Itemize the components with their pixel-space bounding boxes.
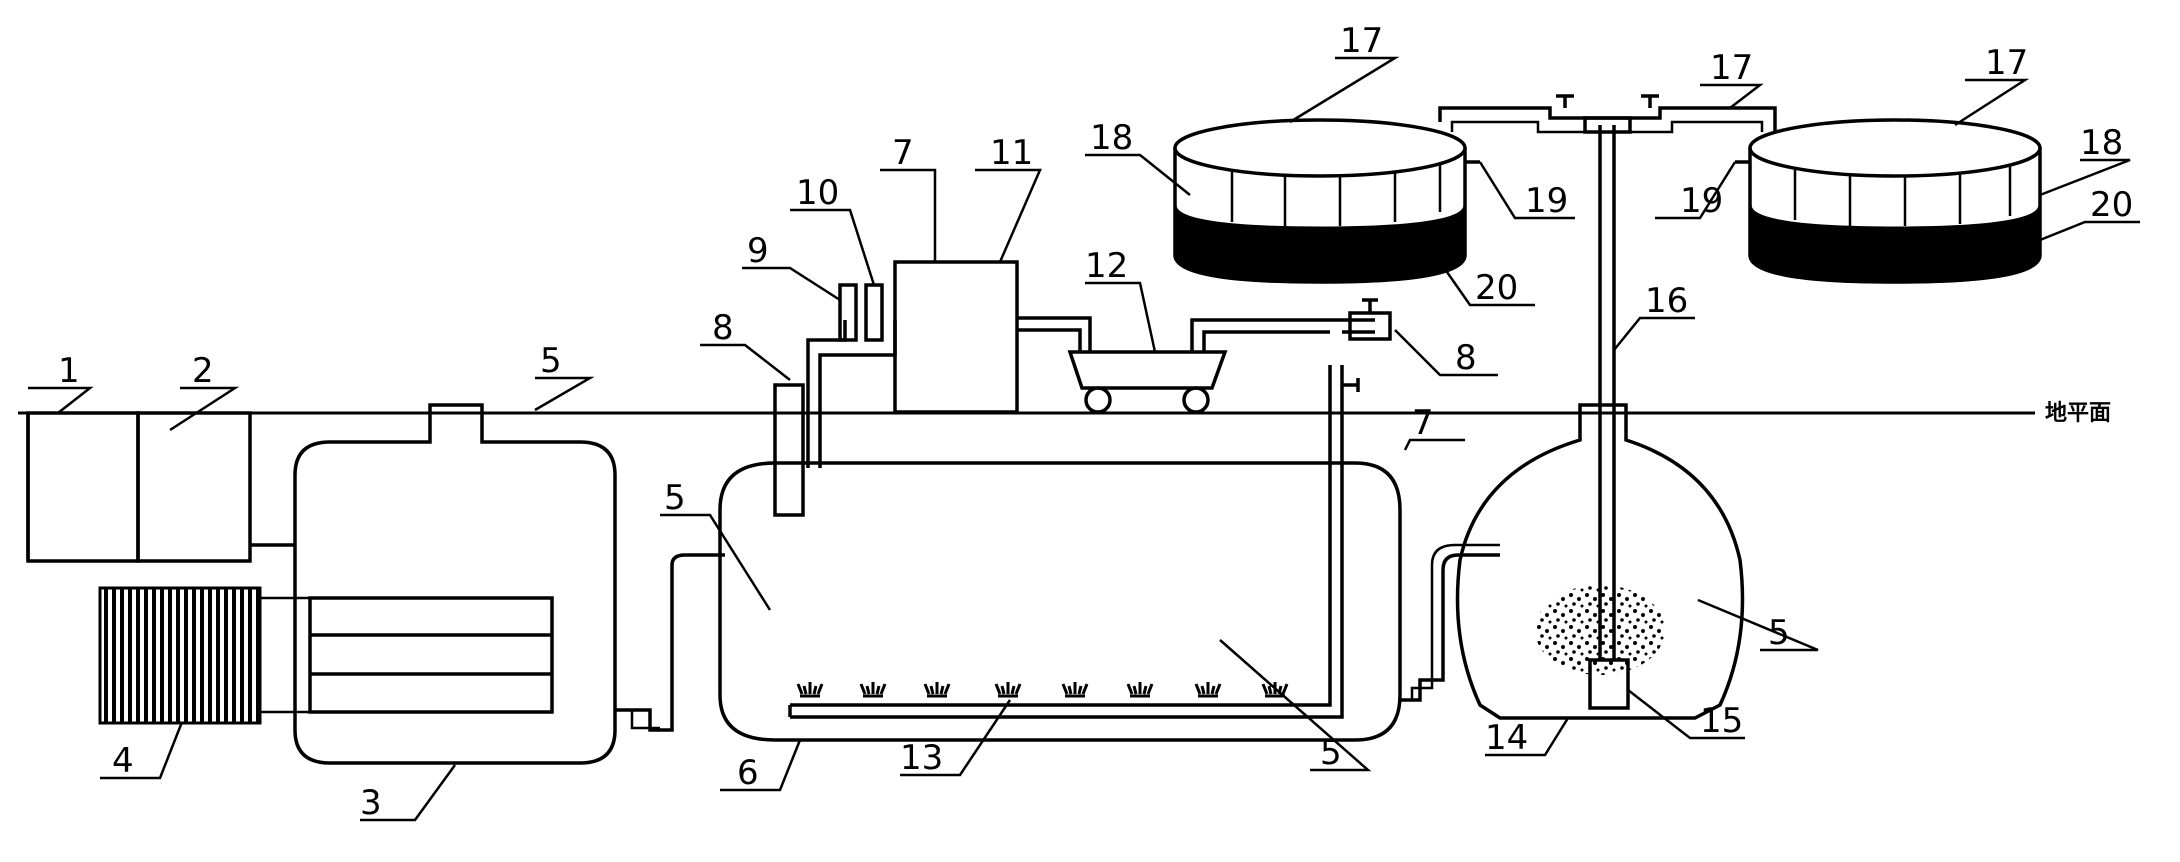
label-5d: 5 bbox=[1768, 613, 1790, 653]
label-15: 15 bbox=[1700, 701, 1743, 741]
label-9: 9 bbox=[747, 231, 769, 271]
dosing-tube-9 bbox=[838, 283, 858, 342]
diffuser-heads bbox=[796, 682, 1289, 698]
riser-pipe bbox=[1598, 125, 1616, 660]
label-6: 6 bbox=[737, 753, 759, 793]
label-19b: 19 bbox=[1680, 181, 1723, 221]
label-5a: 5 bbox=[540, 341, 562, 381]
label-14: 14 bbox=[1485, 718, 1528, 758]
label-7a: 7 bbox=[892, 133, 914, 173]
dosing-tube-10 bbox=[864, 283, 884, 342]
inlet-pipe bbox=[773, 383, 805, 517]
label-19a: 19 bbox=[1525, 181, 1568, 221]
label-2: 2 bbox=[192, 351, 214, 391]
label-8a: 8 bbox=[712, 308, 734, 348]
label-5c: 5 bbox=[1320, 733, 1342, 773]
label-1: 1 bbox=[58, 351, 80, 391]
biofilter-left bbox=[1173, 118, 1480, 284]
label-17a: 17 bbox=[1340, 21, 1383, 61]
label-18a: 18 bbox=[1090, 118, 1133, 158]
anaerobic-tank bbox=[293, 403, 617, 765]
air-pump bbox=[1067, 350, 1228, 414]
label-7b: 7 bbox=[1412, 403, 1434, 443]
biofilter-right bbox=[1735, 118, 2042, 284]
aeration-tank bbox=[718, 365, 1402, 742]
ground-label: 地平面 bbox=[2045, 401, 2111, 426]
label-10: 10 bbox=[796, 173, 839, 213]
label-20b: 20 bbox=[2090, 185, 2133, 225]
pretreatment-tank bbox=[26, 411, 252, 563]
solar-collector bbox=[98, 586, 262, 725]
labels: 1 2 3 4 5 5 5 5 6 7 7 8 8 bbox=[28, 21, 2140, 823]
label-18b: 18 bbox=[2080, 123, 2123, 163]
label-11: 11 bbox=[990, 133, 1033, 173]
label-20a: 20 bbox=[1475, 268, 1518, 308]
label-13: 13 bbox=[900, 738, 943, 778]
label-12: 12 bbox=[1085, 246, 1128, 286]
label-4: 4 bbox=[112, 741, 134, 781]
label-17b: 17 bbox=[1710, 48, 1753, 88]
submersible-pump bbox=[1588, 658, 1630, 710]
label-5b: 5 bbox=[664, 478, 686, 518]
dosing-box bbox=[893, 260, 1019, 414]
label-17c: 17 bbox=[1985, 43, 2028, 83]
label-8b: 8 bbox=[1455, 338, 1477, 378]
label-3: 3 bbox=[360, 783, 382, 823]
label-16: 16 bbox=[1645, 281, 1688, 321]
